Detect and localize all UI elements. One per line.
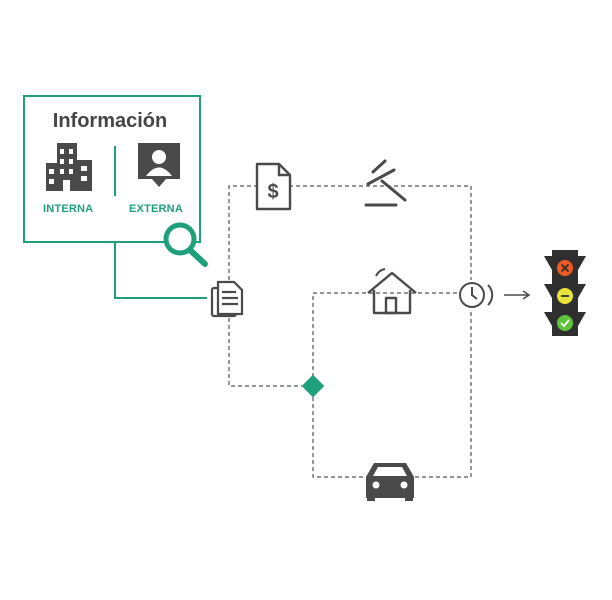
svg-text:$: $	[267, 181, 278, 203]
house-icon	[367, 268, 417, 315]
documents-stack-icon	[210, 280, 244, 318]
gavel-icon	[364, 159, 407, 207]
traffic-light-icon	[544, 250, 586, 336]
result-arrow	[504, 290, 531, 300]
magnifier-icon	[163, 222, 208, 267]
user-profile-pin-icon	[138, 143, 180, 187]
flow-connectors	[228, 185, 472, 478]
diamond-icon	[301, 374, 325, 398]
car-icon	[366, 463, 414, 501]
external-label: EXTERNA	[129, 203, 183, 215]
light-green	[557, 315, 573, 331]
dollar-document-icon: $	[255, 162, 292, 211]
office-building-icon	[46, 143, 92, 191]
info-panel-title: Información	[52, 110, 168, 132]
internal-label: INTERNA	[43, 203, 94, 215]
clock-icon	[459, 282, 494, 308]
info-panel-frame	[23, 95, 201, 243]
panel-connector	[114, 242, 207, 299]
